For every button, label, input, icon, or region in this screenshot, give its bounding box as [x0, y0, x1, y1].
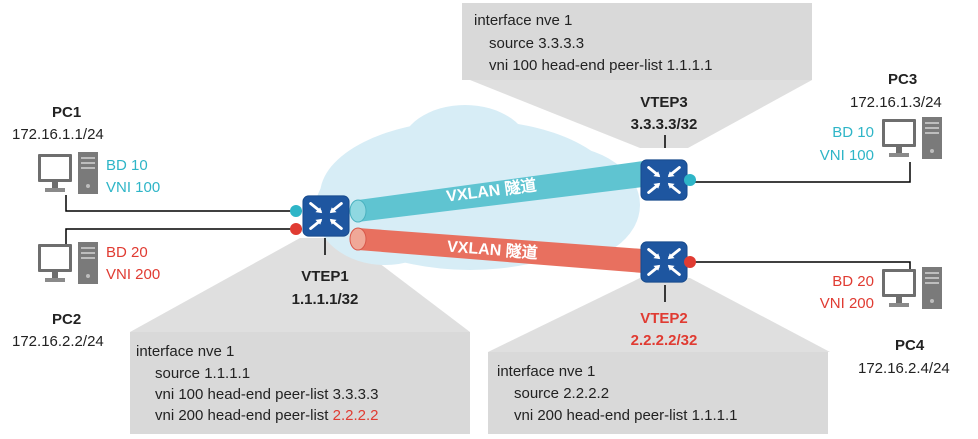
link-vtep2-pc4 — [688, 261, 911, 275]
pc2-bd: BD 20 — [106, 244, 148, 261]
l3-switch-icon — [302, 194, 350, 238]
vtep3-ip: 3.3.3.3/32 — [631, 116, 698, 133]
link-pc1-vtep1 — [65, 195, 302, 212]
callout-beam-vtep3 — [470, 80, 812, 148]
port-dot-vni100 — [684, 174, 696, 186]
pc3-bd: BD 10 — [832, 124, 874, 141]
link-vtep3-pc3 — [688, 162, 911, 183]
pc4-bd: BD 20 — [832, 273, 874, 290]
config-line: source 2.2.2.2 — [514, 385, 609, 402]
callout-beam-vtep2 — [488, 278, 830, 352]
vxlan-tunnel-red: VXLAN 隧道 — [349, 227, 643, 273]
config-box-vtep1: interface nve 1 source 1.1.1.1 vni 100 h… — [130, 332, 470, 434]
pc1-vni: VNI 100 — [106, 179, 160, 196]
pc3-vni: VNI 100 — [820, 147, 874, 164]
pc1-name: PC1 — [52, 104, 81, 121]
desktop-pc-icon — [882, 117, 942, 159]
pc2-vni: VNI 200 — [106, 266, 160, 283]
pc3-ip: 172.16.1.3/24 — [850, 94, 942, 111]
peer-ip-highlight: 2.2.2.2 — [333, 407, 379, 424]
config-box-vtep2: interface nve 1 source 2.2.2.2 vni 200 h… — [488, 352, 828, 434]
config-line: vni 200 head-end peer-list 2.2.2.2 — [155, 407, 379, 424]
config-line: vni 200 head-end peer-list 1.1.1.1 — [514, 407, 737, 424]
config-box-vtep3: interface nve 1 source 3.3.3.3 vni 100 h… — [462, 3, 812, 80]
config-line: vni 100 head-end peer-list 3.3.3.3 — [155, 386, 378, 403]
port-dot-vni200 — [290, 223, 302, 235]
config-line: interface nve 1 — [497, 363, 595, 380]
desktop-pc-icon — [882, 267, 942, 309]
desktop-pc-icon — [38, 242, 98, 284]
pc4-vni: VNI 200 — [820, 295, 874, 312]
vtep1-ip: 1.1.1.1/32 — [292, 291, 359, 308]
pc2-name: PC2 — [52, 311, 81, 328]
port-dot-vni100 — [290, 205, 302, 217]
vtep2-ip: 2.2.2.2/32 — [631, 332, 698, 349]
pc4-name: PC4 — [895, 337, 925, 354]
port-dot-vni200 — [684, 256, 696, 268]
vtep1-name: VTEP1 — [301, 268, 349, 285]
config-line: vni 100 head-end peer-list 1.1.1.1 — [489, 57, 712, 74]
link-pc2-vtep1 — [65, 228, 302, 250]
config-line: source 3.3.3.3 — [489, 35, 584, 52]
config-line: interface nve 1 — [474, 12, 572, 29]
desktop-pc-icon — [38, 152, 98, 194]
vtep2-name: VTEP2 — [640, 310, 688, 327]
pc3-name: PC3 — [888, 71, 917, 88]
config-line: interface nve 1 — [136, 343, 234, 360]
pc1-ip: 172.16.1.1/24 — [12, 126, 104, 143]
config-line: source 1.1.1.1 — [155, 365, 250, 382]
pc2-ip: 172.16.2.2/24 — [12, 333, 104, 350]
pc4-ip: 172.16.2.4/24 — [858, 360, 950, 377]
l3-switch-icon — [640, 240, 688, 284]
vtep3-name: VTEP3 — [640, 94, 688, 111]
l3-switch-icon — [640, 158, 688, 202]
callout-beam-vtep1 — [130, 238, 470, 332]
pc1-bd: BD 10 — [106, 157, 148, 174]
